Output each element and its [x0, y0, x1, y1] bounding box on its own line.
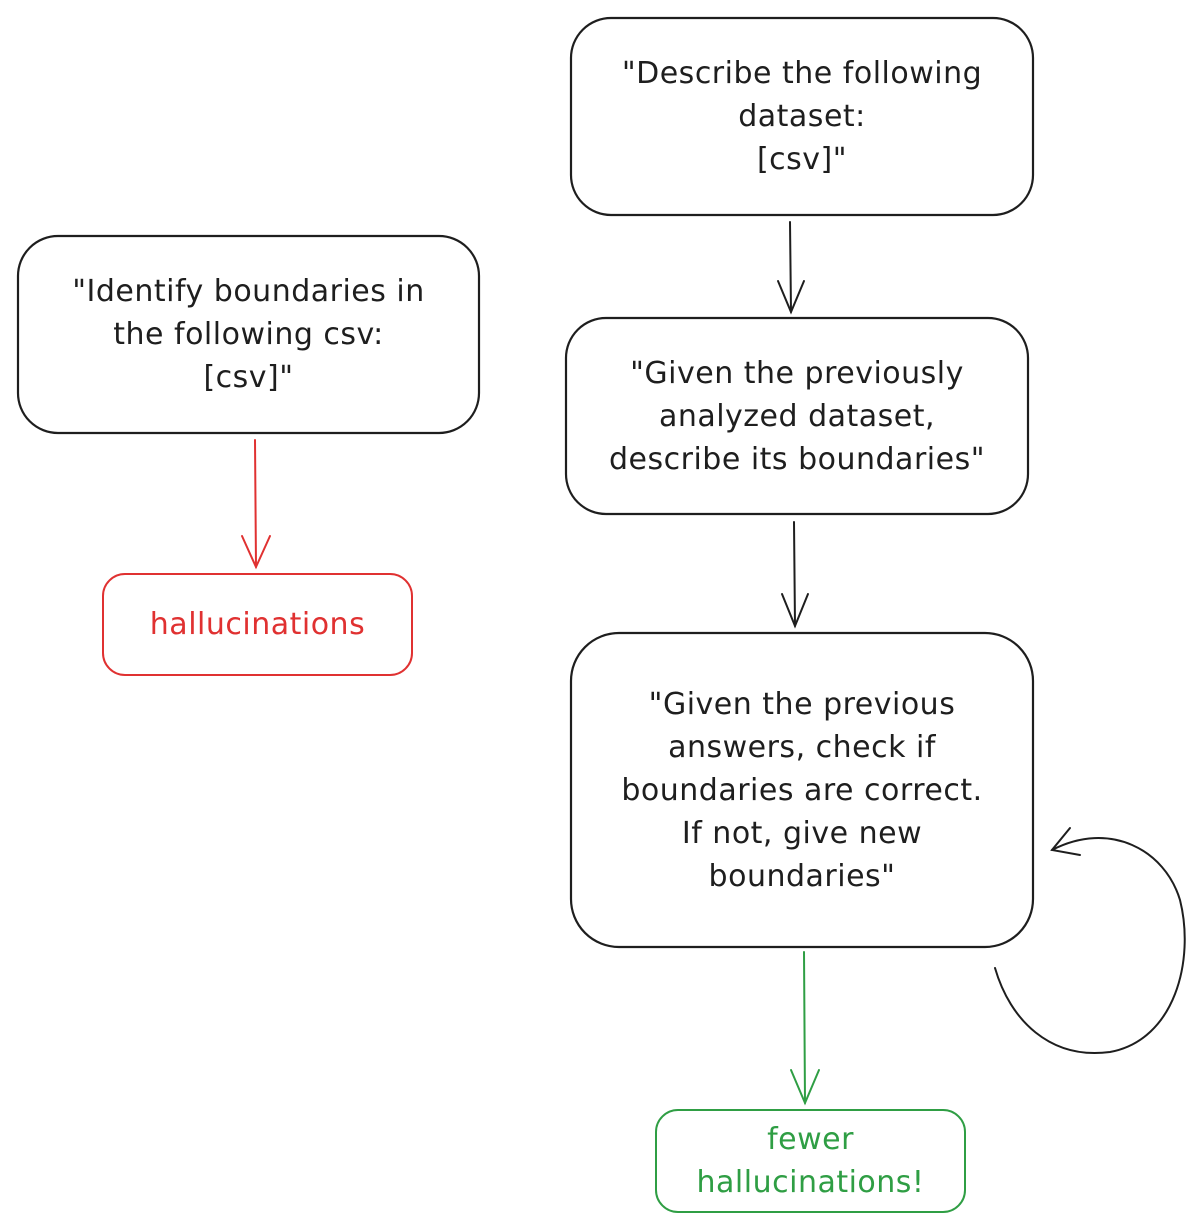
check-boundaries-box: [569, 631, 1035, 949]
text-line: hallucinations: [149, 607, 366, 642]
arrow-identify-to-hallucinations: [241, 439, 271, 570]
text-line: If not, give new: [681, 815, 923, 851]
text-line: answers, check if: [668, 729, 936, 765]
text-line: fewer: [767, 1122, 854, 1157]
hallucinations-text: hallucinations: [103, 574, 412, 675]
text-line: analyzed dataset,: [658, 398, 936, 434]
arrow-check-to-fewer: [790, 951, 820, 1106]
text-line: [csv]": [203, 360, 294, 395]
text-line: boundaries": [708, 858, 896, 894]
text-line: hallucinations!: [696, 1165, 925, 1200]
text-line: "Given the previously: [630, 355, 964, 391]
identify-boundaries-box: [16, 234, 481, 435]
given-previously-text: "Given the previously analyzed dataset, …: [566, 318, 1028, 514]
fewer-hallucinations-text: fewer hallucinations!: [656, 1110, 965, 1212]
describe-dataset-box: [569, 16, 1035, 217]
text-line: [csv]": [756, 142, 848, 177]
check-boundaries-text: "Given the previous answers, check if bo…: [571, 633, 1033, 947]
arrow-describe-to-given: [777, 221, 805, 315]
text-line: "Describe the following: [621, 56, 983, 91]
given-previously-box: [564, 316, 1030, 516]
text-line: "Given the previous: [648, 686, 956, 722]
text-line: boundaries are correct.: [621, 772, 983, 808]
text-line: "Identify boundaries in: [72, 274, 425, 309]
hallucinations-box: [102, 573, 413, 676]
describe-dataset-text: "Describe the following dataset: [csv]": [571, 18, 1033, 215]
fewer-hallucinations-box: [655, 1109, 966, 1213]
arrow-given-to-check: [781, 521, 809, 629]
text-line: describe its boundaries": [609, 441, 985, 477]
text-line: dataset:: [738, 99, 866, 134]
loop-arrow: [994, 827, 1186, 1054]
text-line: the following csv:: [113, 317, 384, 352]
identify-boundaries-text: "Identify boundaries in the following cs…: [18, 236, 479, 433]
